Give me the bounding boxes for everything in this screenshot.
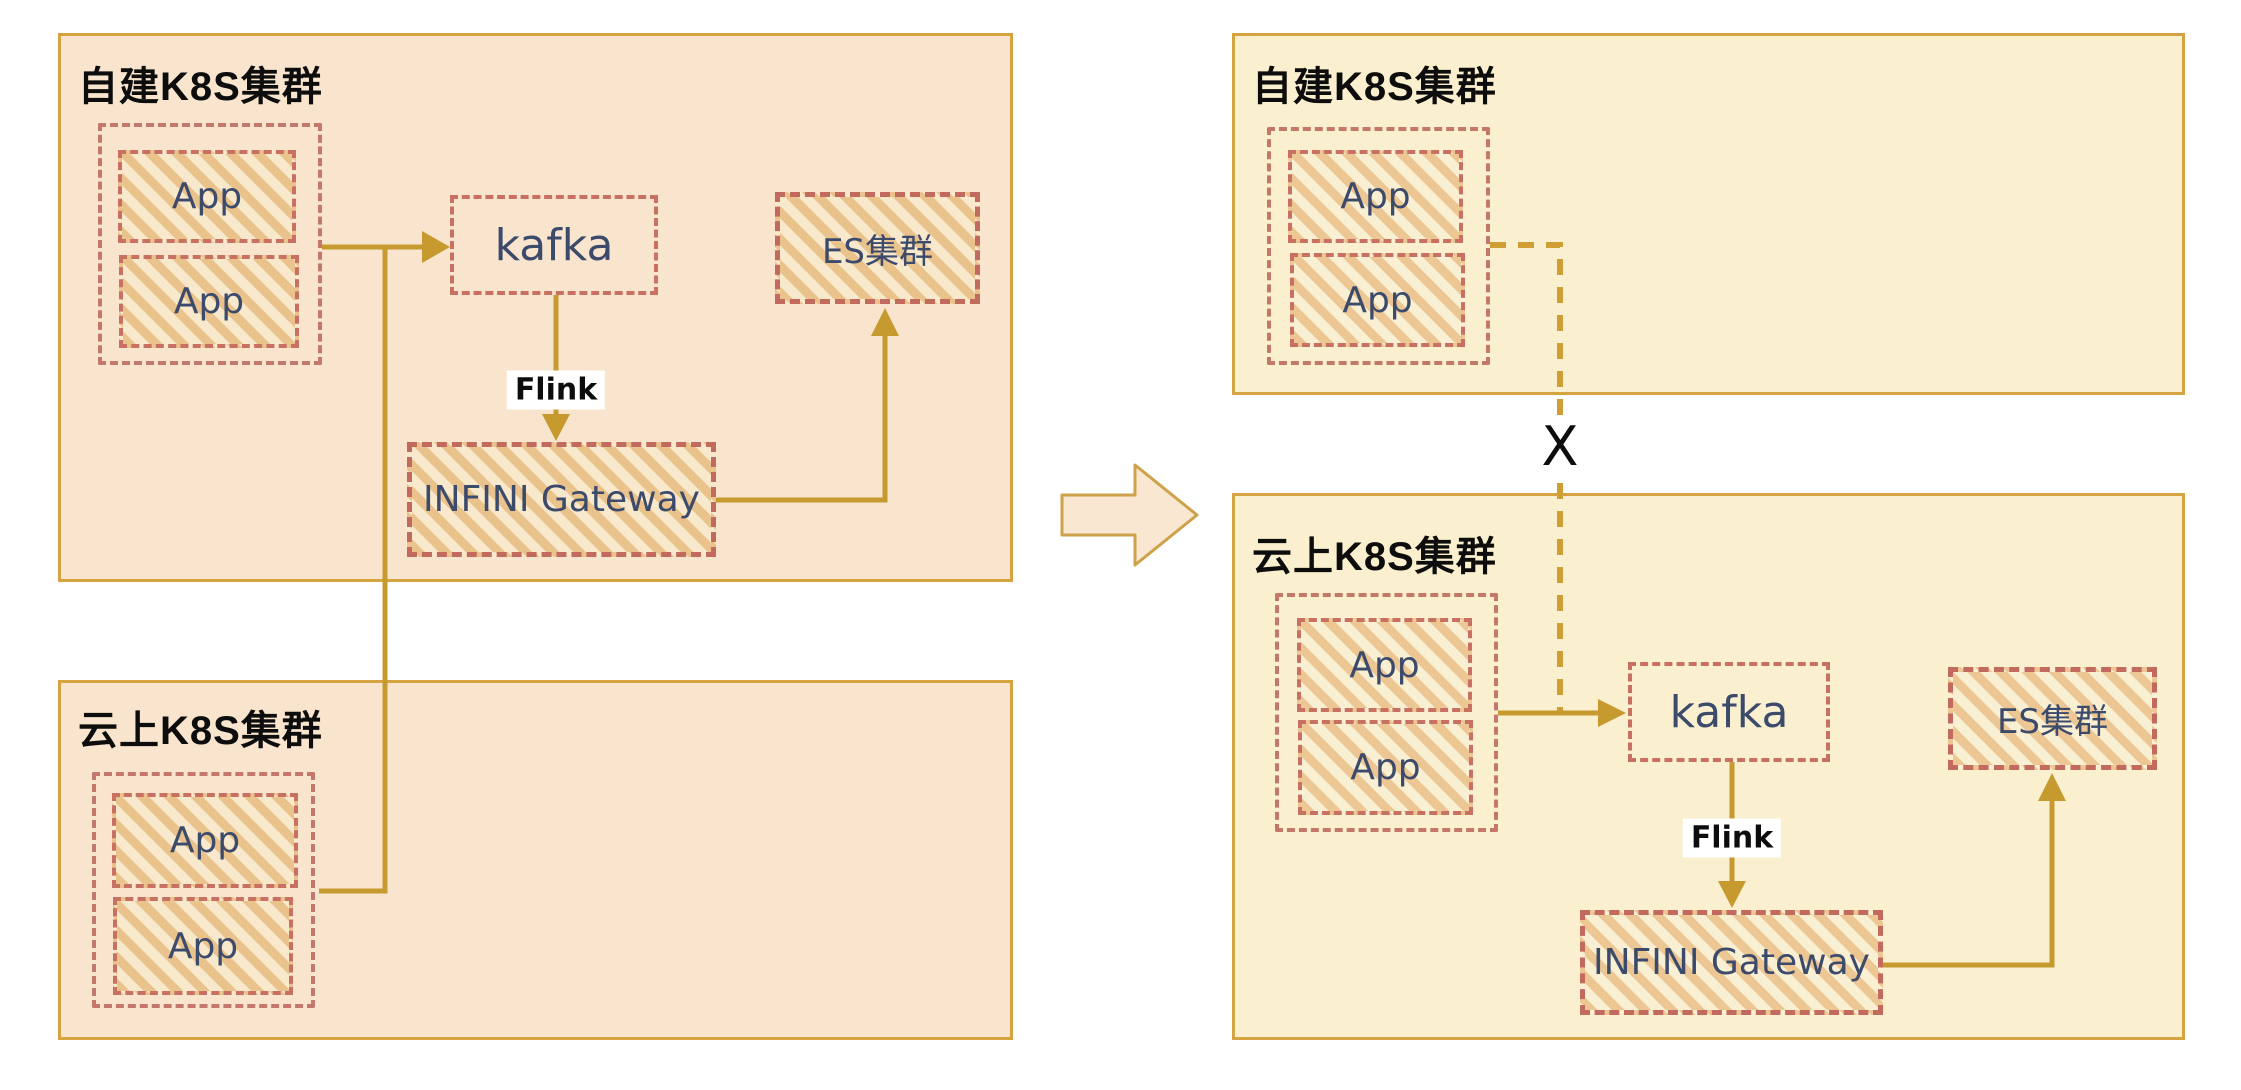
right-cloud-cluster-title: 云上K8S集群 <box>1252 535 1497 579</box>
left-es-cluster-node: ES集群 <box>775 192 980 304</box>
right-self-built-cluster-title: 自建K8S集群 <box>1252 65 1497 109</box>
left-self-built-app-group <box>98 123 322 365</box>
app-pod: App <box>1290 253 1465 347</box>
app-pod: App <box>112 793 298 888</box>
app-pod: App <box>113 897 293 995</box>
app-pod: App <box>1288 150 1463 243</box>
right-es-cluster-node: ES集群 <box>1948 667 2157 770</box>
left-flink-arrow-label: Flink <box>506 370 606 410</box>
app-pod: App <box>1298 720 1473 815</box>
app-pod: App <box>1297 618 1472 712</box>
left-infini-gateway-node: INFINI Gateway <box>407 442 716 557</box>
left-kafka-node: kafka <box>450 195 658 295</box>
app-pod: App <box>118 150 296 243</box>
left-cloud-cluster-title: 云上K8S集群 <box>78 709 323 753</box>
left-cloud-app-group <box>92 772 315 1008</box>
right-flink-arrow-label: Flink <box>1682 818 1782 858</box>
broken-link-x-marker: X <box>1533 420 1587 474</box>
right-kafka-node: kafka <box>1628 662 1830 762</box>
left-self-built-cluster-title: 自建K8S集群 <box>78 65 323 109</box>
app-pod: App <box>119 255 299 348</box>
right-self-built-app-group <box>1267 127 1490 365</box>
right-infini-gateway-node: INFINI Gateway <box>1580 910 1883 1015</box>
